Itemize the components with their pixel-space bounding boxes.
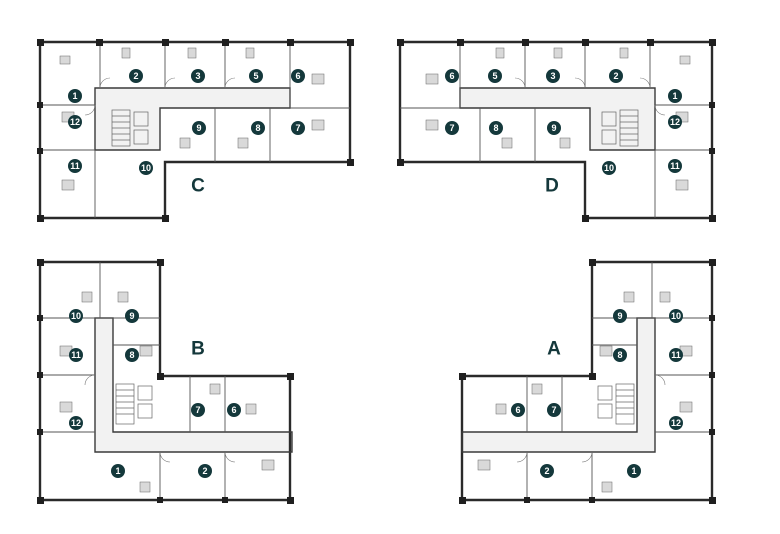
- unit-badge[interactable]: 10: [139, 161, 153, 175]
- unit-badge[interactable]: 6: [445, 69, 459, 83]
- unit-badge[interactable]: 11: [669, 348, 683, 362]
- unit-number: 12: [671, 418, 681, 428]
- unit-number: 2: [613, 71, 618, 81]
- unit-number: 12: [71, 418, 81, 428]
- unit-badge[interactable]: 1: [111, 464, 125, 478]
- unit-badge[interactable]: 5: [488, 69, 502, 83]
- unit-number: 1: [631, 466, 636, 476]
- unit-number: 7: [449, 123, 454, 133]
- unit-badge[interactable]: 7: [445, 121, 459, 135]
- wing-label: B: [191, 339, 205, 360]
- wing-label: A: [547, 339, 561, 360]
- unit-badge[interactable]: 10: [69, 309, 83, 323]
- unit-badge[interactable]: 9: [125, 309, 139, 323]
- unit-number: 6: [515, 405, 520, 415]
- unit-badge[interactable]: 8: [613, 348, 627, 362]
- unit-badge[interactable]: 2: [609, 69, 623, 83]
- unit-badge[interactable]: 2: [129, 69, 143, 83]
- unit-badge[interactable]: 9: [192, 121, 206, 135]
- unit-badge[interactable]: 6: [227, 403, 241, 417]
- unit-number: 10: [71, 311, 81, 321]
- unit-number: 7: [551, 405, 556, 415]
- unit-number: 7: [295, 123, 300, 133]
- unit-number: 2: [133, 71, 138, 81]
- unit-badge[interactable]: 9: [613, 309, 627, 323]
- unit-number: 9: [617, 311, 622, 321]
- unit-number: 5: [253, 71, 258, 81]
- unit-badge[interactable]: 3: [191, 69, 205, 83]
- unit-number: 11: [671, 350, 681, 360]
- unit-number: 6: [449, 71, 454, 81]
- unit-number: 9: [129, 311, 134, 321]
- unit-number: 11: [71, 350, 81, 360]
- wing-c: 1 2 3 5 6 7 8 9 10 11 12 C: [37, 39, 354, 222]
- unit-badge[interactable]: 8: [125, 348, 139, 362]
- wing-label: D: [545, 176, 559, 197]
- unit-badge[interactable]: 7: [547, 403, 561, 417]
- wing-a: 1 2 6 7 8 9 10 11 12 A: [459, 259, 716, 504]
- unit-number: 6: [231, 405, 236, 415]
- unit-number: 5: [492, 71, 497, 81]
- unit-badge[interactable]: 6: [291, 69, 305, 83]
- unit-badge[interactable]: 12: [69, 416, 83, 430]
- unit-badge[interactable]: 1: [668, 89, 682, 103]
- unit-badge[interactable]: 8: [489, 121, 503, 135]
- unit-number: 8: [255, 123, 260, 133]
- unit-badge[interactable]: 3: [546, 69, 560, 83]
- unit-badge[interactable]: 1: [627, 464, 641, 478]
- unit-badge[interactable]: 7: [191, 403, 205, 417]
- unit-number: 8: [493, 123, 498, 133]
- unit-badge[interactable]: 11: [68, 159, 82, 173]
- unit-number: 11: [70, 161, 80, 171]
- unit-badge[interactable]: 2: [198, 464, 212, 478]
- unit-number: 12: [70, 117, 80, 127]
- unit-number: 1: [672, 91, 677, 101]
- unit-number: 10: [141, 163, 151, 173]
- unit-badge[interactable]: 7: [291, 121, 305, 135]
- unit-badge[interactable]: 12: [68, 115, 82, 129]
- unit-number: 12: [670, 117, 680, 127]
- unit-number: 1: [72, 91, 77, 101]
- unit-badge[interactable]: 1: [68, 89, 82, 103]
- unit-number: 8: [129, 350, 134, 360]
- unit-badge[interactable]: 9: [547, 121, 561, 135]
- unit-badge[interactable]: 12: [668, 115, 682, 129]
- unit-number: 1: [115, 466, 120, 476]
- unit-number: 11: [670, 161, 680, 171]
- unit-number: 10: [604, 163, 614, 173]
- unit-number: 3: [550, 71, 555, 81]
- wing-label: C: [191, 176, 205, 197]
- unit-badge[interactable]: 5: [249, 69, 263, 83]
- unit-badge[interactable]: 8: [251, 121, 265, 135]
- unit-number: 6: [295, 71, 300, 81]
- unit-badge[interactable]: 2: [540, 464, 554, 478]
- unit-number: 3: [195, 71, 200, 81]
- unit-number: 2: [202, 466, 207, 476]
- unit-badge[interactable]: 10: [602, 161, 616, 175]
- unit-badge[interactable]: 12: [669, 416, 683, 430]
- unit-number: 9: [196, 123, 201, 133]
- unit-number: 7: [195, 405, 200, 415]
- unit-number: 9: [551, 123, 556, 133]
- unit-number: 8: [617, 350, 622, 360]
- unit-badge[interactable]: 6: [511, 403, 525, 417]
- unit-number: 2: [544, 466, 549, 476]
- wing-b: 1 2 6 7 8 9 10 11 12 B: [37, 259, 294, 504]
- unit-badge[interactable]: 11: [668, 159, 682, 173]
- unit-badge[interactable]: 10: [669, 309, 683, 323]
- wing-d: 1 2 3 5 6 7 8 9 10 11 12 D: [397, 39, 716, 222]
- unit-number: 10: [671, 311, 681, 321]
- unit-badge[interactable]: 11: [69, 348, 83, 362]
